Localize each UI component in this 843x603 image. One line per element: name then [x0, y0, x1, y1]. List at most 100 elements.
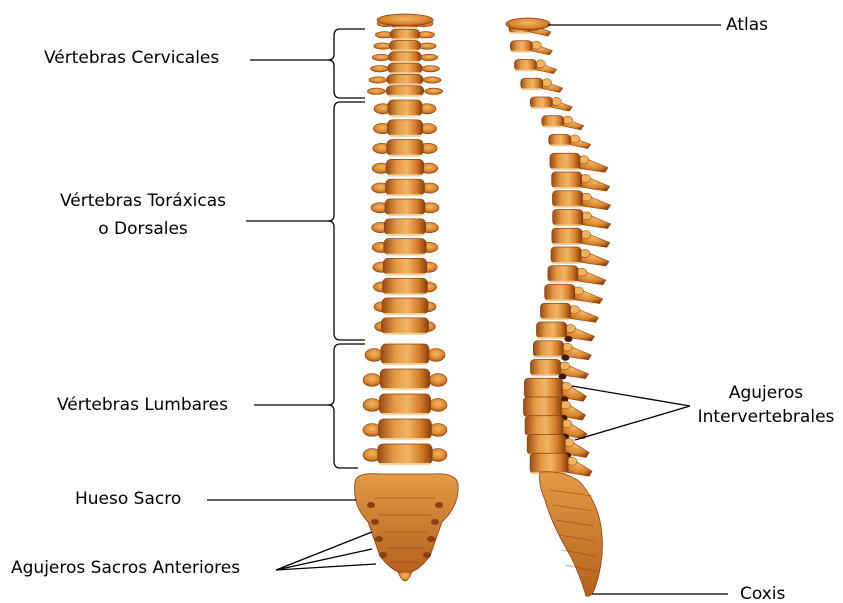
lateral-vertebra — [537, 322, 595, 342]
lateral-vertebra — [549, 135, 591, 149]
lateral-vertebral-body — [533, 341, 563, 357]
leader-intervertebral-1 — [572, 386, 690, 406]
lateral-disc — [522, 88, 542, 90]
lateral-disc — [516, 70, 536, 72]
lateral-vertebral-body — [553, 210, 583, 226]
articular-process — [531, 41, 541, 49]
lateral-vertebral-body — [521, 78, 543, 89]
label-thoracic-line1: Vértebras Toráxicas — [36, 191, 250, 211]
bracket-lumbar — [328, 344, 365, 468]
intervertebral-disc — [382, 388, 428, 390]
vertebral-body — [386, 159, 424, 175]
label-sacrum: Hueso Sacro — [75, 489, 181, 509]
articular-process — [580, 249, 590, 257]
label-intervertebral-line1: Agujeros — [686, 383, 843, 403]
vertebral-body — [389, 41, 420, 51]
articular-process — [542, 79, 552, 87]
vertebral-body — [381, 318, 428, 334]
lumbar-vertebra — [363, 419, 447, 440]
lateral-vertebral-body — [542, 116, 564, 127]
transverse-process-left — [365, 349, 383, 362]
lateral-spine — [506, 18, 611, 596]
articular-process — [577, 268, 587, 276]
label-thoracic-line2: o Dorsales — [36, 219, 250, 239]
lateral-vertebra — [553, 210, 611, 229]
intervertebral-disc — [388, 174, 422, 176]
intervertebral-disc — [389, 135, 420, 137]
sacrum-shape — [355, 474, 459, 574]
lateral-vertebra — [552, 228, 610, 247]
sacral-foramen — [431, 519, 439, 525]
transverse-process-right — [425, 88, 443, 94]
lateral-vertebra — [530, 97, 572, 111]
lateral-vertebra — [545, 285, 603, 304]
intervertebral-foramen — [561, 355, 569, 361]
thoracic-vertebra — [374, 298, 436, 315]
articular-process — [566, 324, 576, 332]
lateral-vertebral-body — [525, 416, 563, 436]
cervical-vertebra — [371, 63, 440, 74]
intervertebral-disc — [390, 72, 420, 74]
thoracic-vertebra — [373, 140, 437, 157]
lumbar-vertebra — [363, 444, 447, 465]
intervertebral-disc — [385, 293, 426, 295]
leader-sacral-1 — [276, 532, 372, 570]
vertebral-body — [383, 278, 428, 294]
intervertebral-disc — [389, 84, 421, 86]
lateral-disc — [531, 107, 551, 109]
lateral-disc — [510, 32, 530, 34]
intervertebral-disc — [384, 313, 426, 315]
thoracic-vertebra — [372, 239, 438, 256]
lateral-vertebra — [553, 191, 611, 210]
lateral-vertebral-body — [551, 247, 581, 263]
leader-intervertebral-2 — [575, 406, 690, 440]
vertebral-body — [379, 419, 432, 439]
transverse-process-right — [423, 77, 441, 83]
intervertebral-disc — [380, 463, 430, 465]
leader-lines — [207, 25, 728, 594]
vertebral-body — [387, 120, 422, 136]
intervertebral-disc — [385, 273, 425, 275]
thoracic-vertebra — [372, 179, 439, 196]
lateral-vertebral-body — [541, 303, 571, 319]
vertebral-body — [384, 239, 426, 255]
lateral-vertebra — [541, 303, 599, 322]
transverse-process-right — [420, 54, 438, 60]
sacral-foramen — [379, 552, 387, 558]
intervertebral-disc — [391, 61, 420, 63]
articular-process — [563, 116, 573, 124]
label-cervical-vertebrae: Vértebras Cervicales — [44, 48, 219, 68]
lateral-disc — [554, 206, 582, 208]
lateral-vertebral-body — [537, 322, 567, 338]
lateral-vertebra — [551, 247, 609, 266]
cervical-vertebra — [372, 52, 438, 63]
cervical-vertebra — [369, 75, 441, 86]
lumbar-vertebra — [363, 394, 447, 415]
intervertebral-disc — [387, 214, 423, 216]
articular-process — [582, 193, 592, 201]
transverse-process-left — [369, 77, 387, 83]
lateral-disc — [550, 145, 570, 147]
lateral-vertebral-body — [549, 135, 571, 146]
vertebral-body — [380, 369, 430, 389]
sacral-foramen — [427, 536, 435, 542]
lateral-vertebra — [552, 172, 610, 191]
label-sacral-foramina: Agujeros Sacros Anteriores — [11, 558, 240, 578]
articular-process — [551, 97, 561, 105]
lateral-disc — [546, 300, 574, 302]
lumbar-vertebra — [365, 344, 445, 365]
articular-process — [581, 174, 591, 182]
lateral-disc — [553, 243, 581, 245]
articular-process — [574, 287, 584, 295]
vertebral-body — [381, 344, 429, 364]
articular-process — [561, 382, 571, 390]
intervertebral-disc — [388, 95, 422, 97]
lateral-disc — [538, 337, 566, 339]
thoracic-vertebra — [374, 100, 436, 117]
vertebral-body — [378, 444, 432, 464]
bracket-cervical — [328, 29, 365, 98]
intervertebral-disc — [391, 50, 418, 52]
articular-process — [562, 420, 572, 428]
lateral-disc — [554, 225, 582, 227]
